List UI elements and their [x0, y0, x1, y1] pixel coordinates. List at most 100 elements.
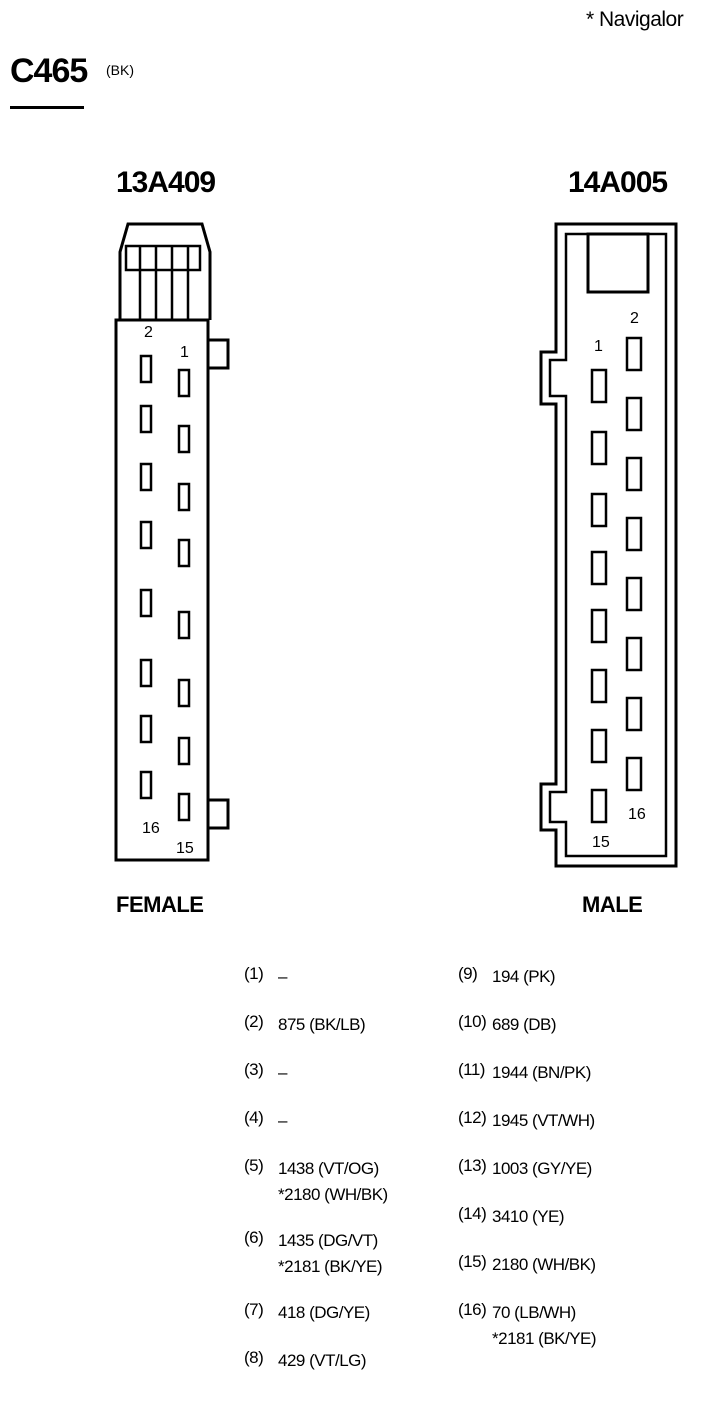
female-pin-label-bottom-left: 16: [142, 820, 160, 837]
pin-cavity: [177, 424, 191, 454]
pin-circuit: 1945 (VT/WH): [492, 1111, 595, 1130]
pinout-row: (10) 689 (DB): [458, 1012, 557, 1038]
male-key: [586, 232, 650, 294]
pin-circuit-list: 1945 (VT/WH): [492, 1108, 595, 1134]
pin-circuit-list: 1438 (VT/OG) *2180 (WH/BK): [278, 1156, 388, 1208]
male-outer-shell: [539, 222, 678, 868]
pin-number: (12): [458, 1108, 487, 1127]
pin-circuit: 689 (DB): [492, 1015, 557, 1034]
pin-circuit-list: –: [278, 964, 287, 990]
pin-circuit: 194 (PK): [492, 967, 556, 986]
pin-number: (15): [458, 1252, 487, 1271]
pinout-row: (11)1944 (BN/PK): [458, 1060, 591, 1086]
pin-cavity: [625, 396, 643, 432]
male-cavities: [590, 336, 643, 824]
male-pin-label-bottom-right: 16: [628, 806, 646, 823]
pin-circuit: 1435 (DG/VT): [278, 1231, 378, 1250]
connector-color-code: (BK): [106, 62, 134, 78]
pin-cavity: [139, 770, 153, 800]
pin-cavity: [139, 404, 153, 434]
pin-circuit-list: –: [278, 1108, 287, 1134]
pin-cavity: [590, 430, 608, 466]
pin-number: (5): [244, 1156, 264, 1175]
pin-circuit: 3410 (YE): [492, 1207, 565, 1226]
pin-circuit: 875 (BK/LB): [278, 1015, 366, 1034]
pin-circuit: *2181 (BK/YE): [278, 1257, 383, 1276]
pin-cavity: [590, 550, 608, 586]
pin-cavity: [139, 714, 153, 744]
connector-id: C465: [10, 52, 88, 90]
pin-circuit-list: –: [278, 1060, 287, 1086]
pin-circuit: –: [278, 1063, 287, 1082]
female-part-number: 13A409: [116, 166, 216, 199]
pin-circuit: –: [278, 967, 287, 986]
pin-cavity: [177, 792, 191, 822]
pin-number: (14): [458, 1204, 487, 1223]
pinout-row: (12) 1945 (VT/WH): [458, 1108, 595, 1134]
pin-circuit-list: 875 (BK/LB): [278, 1012, 366, 1038]
male-part-number: 14A005: [568, 166, 668, 199]
pin-circuit-list: 194 (PK): [492, 964, 556, 990]
female-side-tab: [208, 338, 230, 370]
vehicle-note: * Navigalor: [586, 8, 684, 31]
pin-cavity: [177, 678, 191, 708]
pin-circuit-list: 418 (DG/YE): [278, 1300, 370, 1326]
pin-circuit: 418 (DG/YE): [278, 1303, 370, 1322]
pin-number: (6): [244, 1228, 264, 1247]
pinout-row: (6) 1435 (DG/VT) *2181 (BK/YE): [244, 1228, 383, 1280]
pinout-row: (5) 1438 (VT/OG) *2180 (WH/BK): [244, 1156, 388, 1208]
pin-circuit-list: 1435 (DG/VT) *2181 (BK/YE): [278, 1228, 383, 1280]
pin-cavity: [177, 538, 191, 568]
female-side-tab: [208, 798, 230, 830]
pin-circuit: *2181 (BK/YE): [492, 1329, 597, 1348]
pin-cavity: [625, 696, 643, 732]
pinout-row: (4)–: [244, 1108, 287, 1134]
pin-circuit-list: 1003 (GY/YE): [492, 1156, 592, 1182]
female-cavities: [139, 354, 191, 822]
female-latch-outline: [118, 222, 212, 320]
female-pin-label-bottom-right: 15: [176, 840, 194, 857]
pin-number: (16): [458, 1300, 487, 1319]
pin-number: (13): [458, 1156, 487, 1175]
pin-circuit: 1003 (GY/YE): [492, 1159, 592, 1178]
pin-number: (8): [244, 1348, 264, 1367]
female-pin-label-top-left: 2: [144, 324, 153, 341]
female-latch-frame: [124, 244, 202, 272]
pin-cavity: [590, 608, 608, 644]
pin-circuit: 1438 (VT/OG): [278, 1159, 379, 1178]
pin-cavity: [590, 368, 608, 404]
pin-circuit-list: 689 (DB): [492, 1012, 557, 1038]
pin-circuit-list: 70 (LB/WH)*2181 (BK/YE): [492, 1300, 597, 1352]
pinout-row: (3)–: [244, 1060, 287, 1086]
pin-cavity: [177, 736, 191, 766]
male-pin-label-top-left: 1: [594, 338, 603, 355]
pin-number: (10): [458, 1012, 487, 1031]
female-connector: [114, 222, 230, 862]
pin-cavity: [177, 482, 191, 512]
pin-circuit: –: [278, 1111, 287, 1130]
pin-cavity: [139, 658, 153, 688]
pin-circuit-list: 3410 (YE): [492, 1204, 565, 1230]
pin-number: (3): [244, 1060, 264, 1079]
pinout-row: (8)429 (VT/LG): [244, 1348, 367, 1374]
pin-cavity: [139, 520, 153, 550]
pin-cavity: [590, 788, 608, 824]
pin-cavity: [625, 336, 643, 372]
male-inner-shell: [548, 232, 668, 858]
pinout-row: (13) 1003 (GY/YE): [458, 1156, 592, 1182]
pinout-row: (1)–: [244, 964, 287, 990]
pinout-row: (16) 70 (LB/WH)*2181 (BK/YE): [458, 1300, 597, 1352]
pinout-row: (7) 418 (DG/YE): [244, 1300, 370, 1326]
male-pin-label-top-right: 2: [630, 310, 639, 327]
pin-number: (4): [244, 1108, 264, 1127]
male-label: MALE: [582, 892, 643, 917]
pin-circuit: *2180 (WH/BK): [278, 1185, 388, 1204]
pin-number: (7): [244, 1300, 264, 1319]
male-pin-label-bottom-left: 15: [592, 834, 610, 851]
pin-cavity: [625, 516, 643, 552]
male-connector: [539, 222, 678, 868]
pin-cavity: [139, 462, 153, 492]
female-pin-label-top-right: 1: [180, 344, 189, 361]
